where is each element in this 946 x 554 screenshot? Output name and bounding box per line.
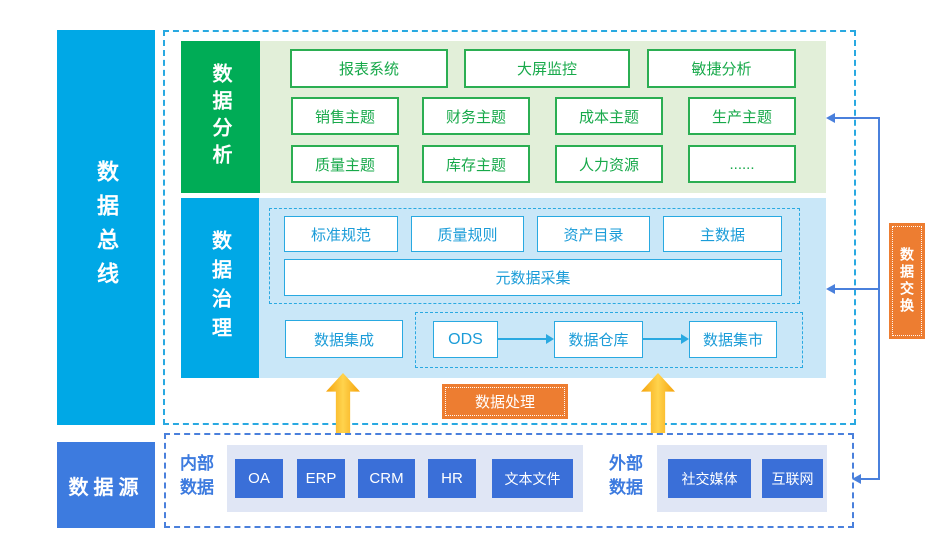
- social-media-label: 社交媒体: [681, 470, 738, 487]
- inventory-theme-box: 库存主题: [422, 145, 530, 183]
- production-theme-box: 生产主题: [688, 97, 796, 135]
- quality-rule-label: 质量规则: [437, 226, 498, 244]
- data-processing-box: 数据处理: [442, 384, 568, 419]
- data-source-block: 数据源: [57, 442, 155, 528]
- governance-standards-frame: [269, 208, 800, 304]
- data-mart-label: 数据集市: [702, 332, 763, 349]
- data-integration-label: 数据集成: [313, 331, 374, 349]
- ods-box: ODS: [433, 321, 498, 358]
- agile-analysis-label: 敏捷分析: [691, 61, 752, 78]
- cost-theme-box: 成本主题: [555, 97, 663, 135]
- warehouse-to-mart-line: [643, 338, 681, 340]
- data-bus-label: 数据总线: [94, 159, 119, 296]
- finance-theme-label: 财务主题: [445, 108, 506, 126]
- asset-catalog-label: 资产目录: [563, 226, 624, 244]
- erp-label: ERP: [305, 470, 337, 487]
- data-exchange-box: 数据交换: [889, 223, 925, 339]
- warehouse-to-mart-arrowhead-icon: [681, 334, 689, 344]
- exchange-to-governance-arrowhead-icon: [826, 284, 835, 294]
- data-exchange-label: 数据交换: [899, 247, 915, 315]
- hr-theme-box: 人力资源: [555, 145, 663, 183]
- agile-analysis-box: 敏捷分析: [647, 49, 796, 88]
- ods-to-warehouse-line: [498, 338, 546, 340]
- erp-box: ERP: [297, 459, 345, 498]
- ods-label: ODS: [448, 330, 483, 348]
- sales-theme-label: 销售主题: [314, 108, 375, 126]
- inventory-theme-label: 库存主题: [445, 156, 506, 174]
- internet-label: 互联网: [771, 470, 814, 487]
- more-themes-box: ......: [688, 145, 796, 183]
- ods-to-warehouse-arrowhead-icon: [546, 334, 554, 344]
- hr-theme-label: 人力资源: [578, 156, 639, 174]
- production-theme-label: 生产主题: [711, 108, 772, 126]
- exchange-to-source-arrowhead-icon: [852, 474, 861, 484]
- oa-label: OA: [248, 470, 270, 487]
- oa-box: OA: [235, 459, 283, 498]
- master-data-box: 主数据: [663, 216, 782, 252]
- analysis-label: 数据分析: [209, 63, 231, 171]
- more-themes-label: ......: [729, 155, 755, 173]
- governance-label: 数据治理: [208, 230, 231, 346]
- main-dashed-frame: [163, 30, 856, 425]
- analysis-label-block: 数据分析: [181, 41, 260, 193]
- quality-theme-box: 质量主题: [291, 145, 399, 183]
- crm-box: CRM: [358, 459, 415, 498]
- standard-spec-label: 标准规范: [310, 226, 371, 244]
- crm-label: CRM: [369, 470, 404, 487]
- data-bus-bar: 数据总线: [57, 30, 155, 425]
- dashboard-monitor-label: 大屏监控: [516, 61, 577, 78]
- text-file-label: 文本文件: [504, 470, 561, 487]
- warehouse-pipeline-frame: [415, 312, 803, 368]
- exchange-to-analysis-line: [834, 117, 878, 119]
- finance-theme-box: 财务主题: [422, 97, 530, 135]
- metadata-collection-label: 元数据采集: [495, 270, 571, 287]
- exchange-to-analysis-arrowhead-icon: [826, 113, 835, 123]
- data-warehouse-label: 数据仓库: [568, 332, 629, 349]
- cost-theme-label: 成本主题: [578, 108, 639, 126]
- master-data-label: 主数据: [699, 226, 745, 244]
- report-system-box: 报表系统: [290, 49, 448, 88]
- data-integration-box: 数据集成: [285, 320, 403, 358]
- social-media-box: 社交媒体: [668, 459, 751, 498]
- standard-spec-box: 标准规范: [284, 216, 398, 252]
- hr-box: HR: [428, 459, 476, 498]
- exchange-to-source-line: [860, 478, 878, 480]
- data-source-label: 数据源: [68, 476, 144, 499]
- governance-label-block: 数据治理: [181, 198, 259, 378]
- text-file-box: 文本文件: [492, 459, 573, 498]
- hr-label: HR: [441, 470, 463, 487]
- source-dashed-frame: [164, 433, 854, 528]
- dashboard-monitor-box: 大屏监控: [464, 49, 630, 88]
- quality-rule-box: 质量规则: [411, 216, 524, 252]
- internet-box: 互联网: [762, 459, 823, 498]
- data-warehouse-box: 数据仓库: [554, 321, 643, 358]
- asset-catalog-box: 资产目录: [537, 216, 650, 252]
- quality-theme-label: 质量主题: [314, 156, 375, 174]
- sales-theme-box: 销售主题: [291, 97, 399, 135]
- exchange-vertical-line: [878, 117, 880, 480]
- external-data-label: 外部数据: [609, 454, 643, 497]
- data-mart-box: 数据集市: [689, 321, 777, 358]
- metadata-collection-box: 元数据采集: [284, 259, 782, 296]
- exchange-to-governance-line: [834, 288, 878, 290]
- internal-data-label: 内部数据: [180, 454, 214, 497]
- data-processing-label: 数据处理: [474, 394, 535, 411]
- report-system-label: 报表系统: [338, 61, 399, 78]
